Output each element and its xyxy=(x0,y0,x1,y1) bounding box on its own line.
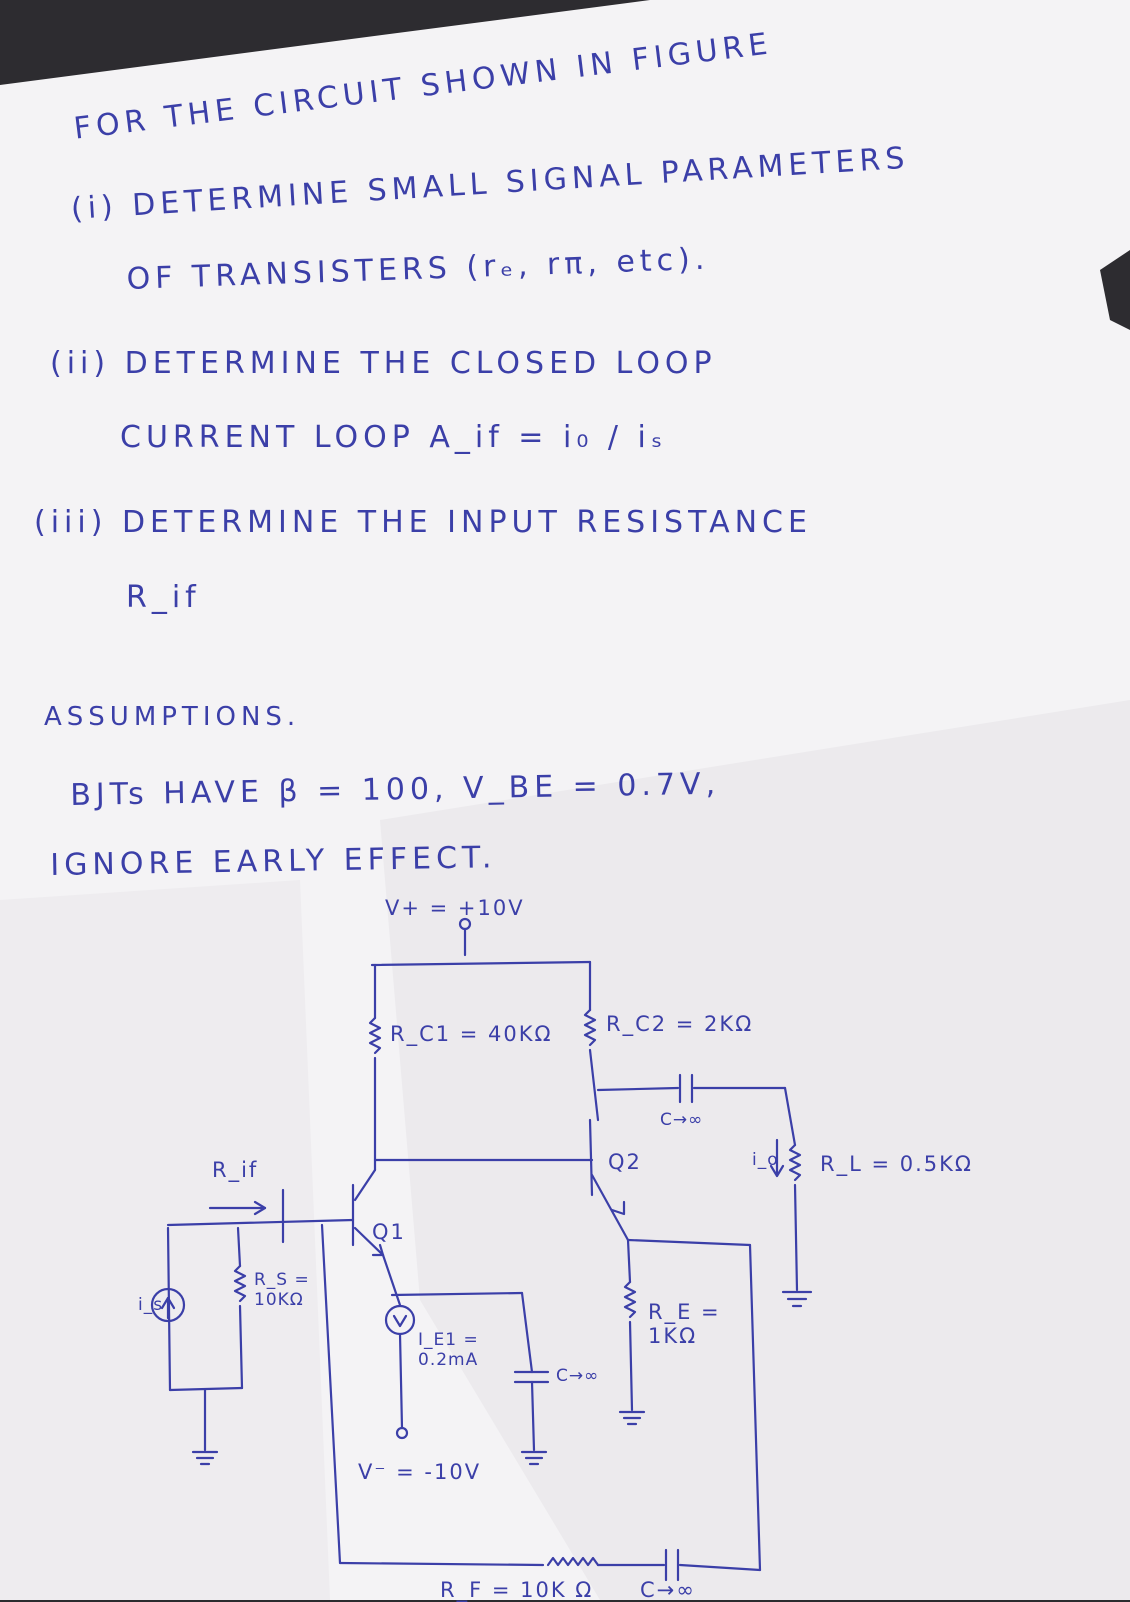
rs-label: R_S = 10KΩ xyxy=(254,1270,310,1310)
q2-base-bar xyxy=(588,1118,594,1197)
io-label: i_o xyxy=(752,1150,779,1170)
is-current-source xyxy=(150,1287,186,1323)
rl-label: R_L = 0.5KΩ xyxy=(820,1152,973,1176)
rl-resistor xyxy=(788,1143,802,1182)
rf-label: R_F = 10K Ω xyxy=(440,1578,594,1602)
q2-label: Q2 xyxy=(608,1150,642,1174)
problem-line-5: CURRENT LOOP A_if = i₀ / iₛ xyxy=(120,420,668,455)
vminus-label: V⁻ = -10V xyxy=(358,1460,482,1484)
vminus-node xyxy=(395,1426,409,1440)
ie1-label: I_E1 = 0.2mA xyxy=(418,1330,479,1370)
problem-line-6: (iii) DETERMINE THE INPUT RESISTANCE xyxy=(34,505,812,540)
is-label: i_s xyxy=(138,1295,164,1315)
problem-line-7: R_if xyxy=(126,580,201,615)
c-top-label: C→∞ xyxy=(660,1110,704,1130)
c-mid-label: C→∞ xyxy=(556,1366,600,1386)
rc2-resistor xyxy=(583,1008,597,1047)
rif-label: R_if xyxy=(212,1158,259,1182)
rc2-label: R_C2 = 2KΩ xyxy=(606,1012,754,1036)
vplus-label: V+ = +10V xyxy=(385,896,525,920)
re-label: R_E = 1KΩ xyxy=(648,1300,721,1348)
assumptions-heading: ASSUMPTIONS. xyxy=(44,702,301,732)
q1-label: Q1 xyxy=(372,1220,406,1244)
rc1-label: R_C1 = 40KΩ xyxy=(390,1022,553,1046)
c-bot-label: C→∞ xyxy=(640,1578,696,1602)
rs-resistor xyxy=(233,1264,247,1303)
rc1-resistor xyxy=(368,1016,382,1055)
rf-resistor xyxy=(546,1556,600,1567)
re-resistor xyxy=(623,1280,637,1319)
problem-line-4: (ii) DETERMINE THE CLOSED LOOP xyxy=(50,346,717,381)
